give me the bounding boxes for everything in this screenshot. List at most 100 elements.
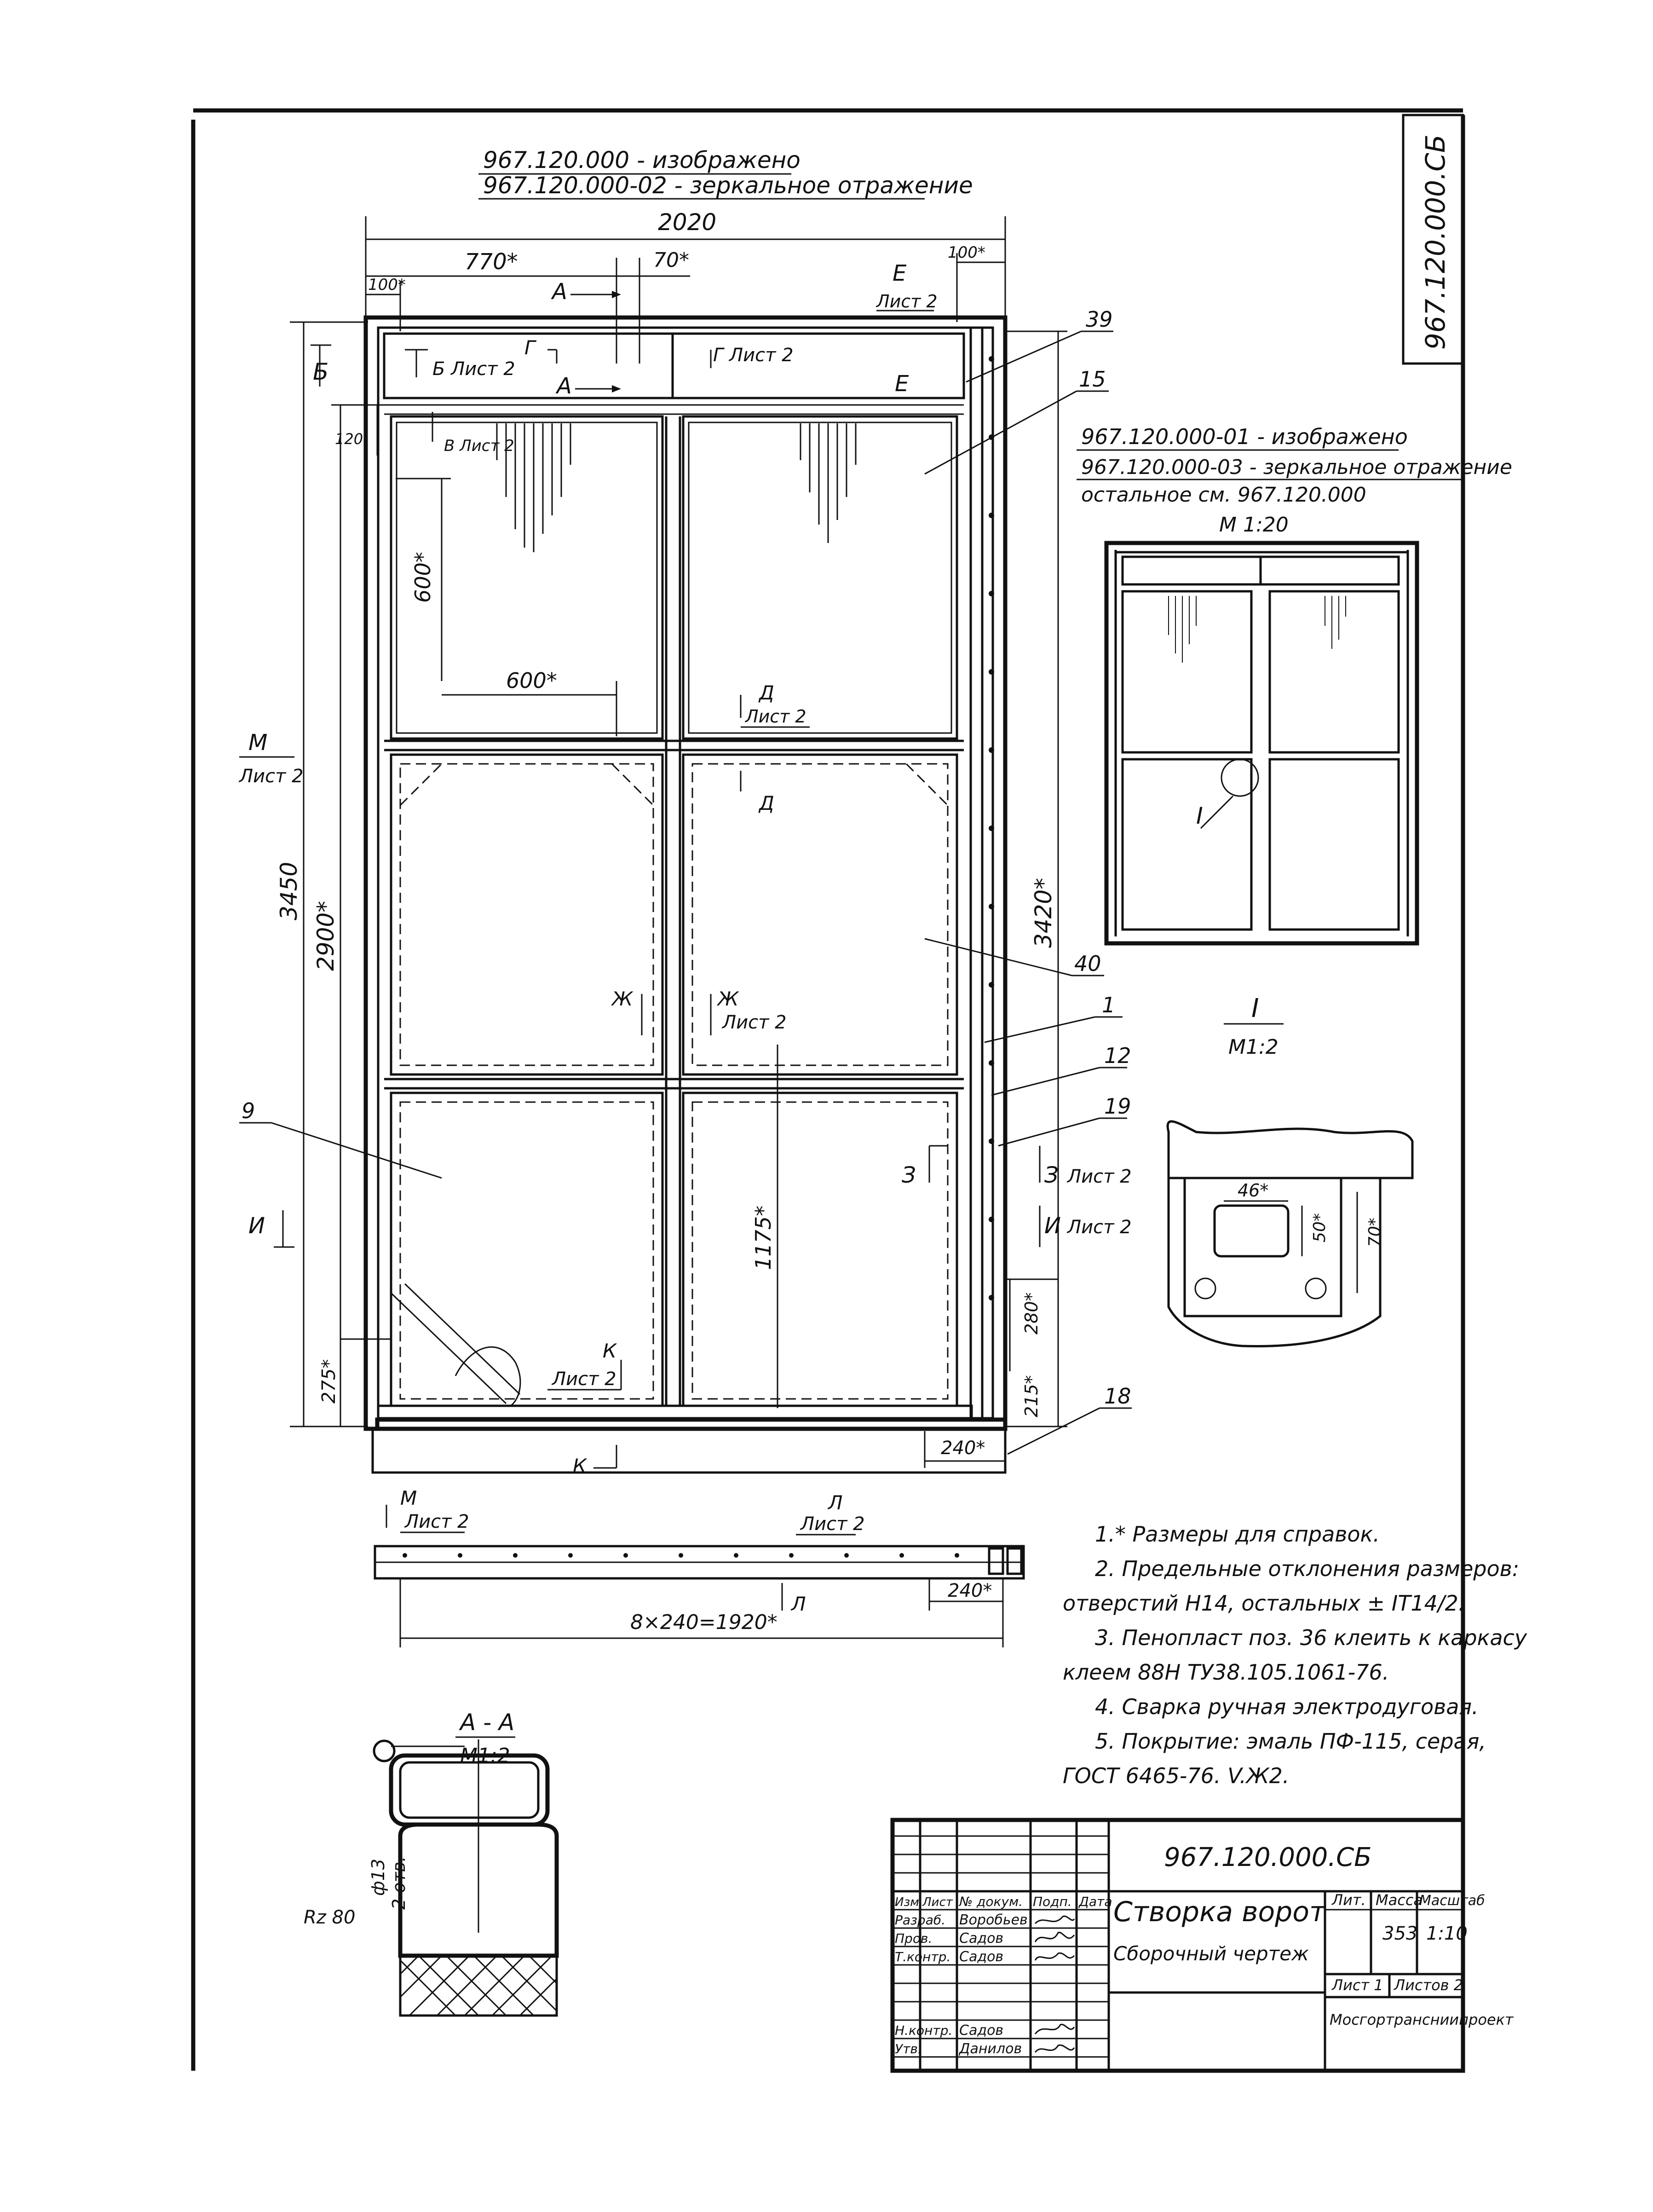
section-mark-G-top: Г xyxy=(524,336,558,364)
svg-text:Дата: Дата xyxy=(1078,1894,1112,1909)
alt-view-header: 967.120.000-01 - изображено 967.120.000-… xyxy=(1077,424,1512,537)
svg-text:М1:2: М1:2 xyxy=(1228,1035,1279,1059)
svg-text:Д: Д xyxy=(758,792,774,814)
dimension-600-horizontal: 600* xyxy=(442,668,617,736)
svg-text:Листов 2: Листов 2 xyxy=(1394,1976,1463,1994)
svg-text:И: И xyxy=(1044,1213,1061,1239)
svg-text:1:10: 1:10 xyxy=(1426,1923,1468,1944)
svg-text:Ж: Ж xyxy=(611,988,634,1010)
svg-text:280*: 280* xyxy=(1021,1292,1042,1334)
svg-text:Е: Е xyxy=(893,260,907,286)
dimension-3420: 3420* xyxy=(1005,330,1067,1427)
svg-text:Е: Е xyxy=(895,371,909,397)
stamp-top-right: 967.120.000.СБ xyxy=(1402,114,1464,365)
svg-text:Лист 2: Лист 2 xyxy=(238,766,304,787)
panel-lower-left xyxy=(390,1092,664,1407)
dimension-120: 120 xyxy=(335,405,378,456)
section-mark-B: Б xyxy=(311,344,331,387)
bottom-profile-view: М Лист 2 Л Лист 2 Л 240* 8×240=1920* xyxy=(374,1487,1025,1647)
svg-text:К: К xyxy=(603,1340,617,1362)
callout-39: 39 xyxy=(966,307,1113,383)
svg-text:Данилов: Данилов xyxy=(958,2041,1022,2057)
dimension-1175: 1175* xyxy=(751,1045,778,1408)
callout-18: 18 xyxy=(1007,1384,1132,1455)
dimension-600-vertical: 600* xyxy=(396,478,451,681)
callout-12: 12 xyxy=(991,1043,1131,1096)
dimension-100-left: 100* xyxy=(366,276,406,331)
title-code: 967.120.000.СБ xyxy=(1164,1842,1372,1872)
svg-text:Г: Г xyxy=(524,336,537,359)
svg-text:39: 39 xyxy=(1086,307,1113,332)
svg-text:1175*: 1175* xyxy=(751,1206,776,1270)
svg-text:967.120.000-03 - зеркальное от: 967.120.000-03 - зеркальное отражение xyxy=(1081,456,1512,479)
svg-text:Садов: Садов xyxy=(959,2022,1003,2039)
panel-lower-right xyxy=(682,1092,958,1407)
svg-text:З: З xyxy=(1044,1162,1059,1188)
callout-1: 1 xyxy=(984,993,1123,1043)
svg-text:Воробьев: Воробьев xyxy=(959,1912,1028,1928)
note-2b: отверстий Н14, остальных ± IT14/2. xyxy=(1063,1591,1465,1616)
svg-text:Б Лист 2: Б Лист 2 xyxy=(432,358,515,380)
svg-text:Лист 2: Лист 2 xyxy=(1066,1166,1132,1187)
svg-text:Лист 2: Лист 2 xyxy=(800,1513,865,1535)
panel-middle-left xyxy=(390,753,664,1076)
svg-text:Лист 2: Лист 2 xyxy=(875,291,938,312)
dim-2020: 2020 xyxy=(658,209,716,236)
svg-text:40: 40 xyxy=(1074,951,1101,976)
main-header-line2: 967.120.000-02 - зеркальное отражение xyxy=(483,172,973,199)
title-doc-type: Сборочный чертеж xyxy=(1113,1942,1309,1965)
note-1: 1.* Размеры для справок. xyxy=(1095,1522,1380,1547)
svg-text:Д: Д xyxy=(758,682,774,704)
svg-text:ф13: ф13 xyxy=(368,1859,388,1896)
gate-leaf-main xyxy=(363,315,1008,1474)
svg-text:240*: 240* xyxy=(948,1580,992,1601)
svg-text:Н.контр.: Н.контр. xyxy=(895,2023,952,2038)
svg-text:М: М xyxy=(248,730,267,756)
note-3b: клеем 88Н ТУ38.105.1061-76. xyxy=(1063,1660,1389,1685)
svg-text:А - А: А - А xyxy=(459,1709,514,1736)
svg-text:Г Лист 2: Г Лист 2 xyxy=(713,345,794,366)
svg-text:Утв.: Утв. xyxy=(895,2041,922,2056)
stamp-code: 967.120.000.СБ xyxy=(1420,134,1451,350)
sheet-frame xyxy=(191,108,1465,2071)
svg-text:Ж: Ж xyxy=(716,988,739,1010)
detail-I: 46* 50* 70* xyxy=(1166,1120,1414,1348)
svg-text:Лист 2: Лист 2 xyxy=(744,706,806,727)
callout-15: 15 xyxy=(924,367,1109,475)
svg-text:I: I xyxy=(1196,803,1203,829)
svg-text:Лит.: Лит. xyxy=(1331,1891,1366,1909)
svg-text:2 отв.: 2 отв. xyxy=(389,1856,409,1910)
svg-text:19: 19 xyxy=(1104,1094,1131,1119)
svg-text:3450: 3450 xyxy=(276,862,302,920)
svg-text:Л: Л xyxy=(790,1593,806,1615)
svg-text:15: 15 xyxy=(1079,367,1106,392)
section-mark-A-bottom: А xyxy=(555,373,621,399)
detail-I-label: I М1:2 xyxy=(1224,993,1284,1059)
section-mark-K: К Лист 2 К xyxy=(547,1340,622,1477)
svg-text:Б: Б xyxy=(313,358,328,385)
glazed-panel-upper-left xyxy=(390,415,664,740)
callout-9: 9 xyxy=(239,1098,442,1179)
svg-text:Мосгортрансниипроект: Мосгортрансниипроект xyxy=(1330,2011,1514,2028)
title-name: Створка ворот xyxy=(1113,1896,1326,1928)
section-mark-D: Д Лист 2 Д xyxy=(740,682,810,814)
svg-text:967.120.000-01 - изображено: 967.120.000-01 - изображено xyxy=(1081,424,1408,449)
svg-text:Лист 2: Лист 2 xyxy=(721,1012,787,1033)
svg-text:770*: 770* xyxy=(465,249,518,275)
svg-text:Изм.: Изм. xyxy=(895,1895,923,1909)
svg-text:600*: 600* xyxy=(506,668,557,693)
dimension-280: 280* xyxy=(1005,1278,1058,1371)
svg-text:Садов: Садов xyxy=(959,1949,1003,1965)
section-mark-Z: З З Лист 2 xyxy=(902,1145,1132,1188)
svg-text:215*: 215* xyxy=(1021,1375,1042,1417)
svg-text:Садов: Садов xyxy=(959,1930,1003,1946)
dimension-2900: 2900* xyxy=(312,404,384,1427)
svg-text:№ докум.: № докум. xyxy=(958,1894,1023,1909)
note-4: 4. Сварка ручная электродуговая. xyxy=(1095,1694,1479,1719)
svg-text:18: 18 xyxy=(1104,1384,1131,1409)
note-2a: 2. Предельные отклонения размеров: xyxy=(1095,1556,1519,1581)
section-mark-M: М Лист 2 xyxy=(238,730,304,787)
svg-text:46*: 46* xyxy=(1238,1180,1268,1201)
svg-text:8×240=1920*: 8×240=1920* xyxy=(630,1611,778,1634)
